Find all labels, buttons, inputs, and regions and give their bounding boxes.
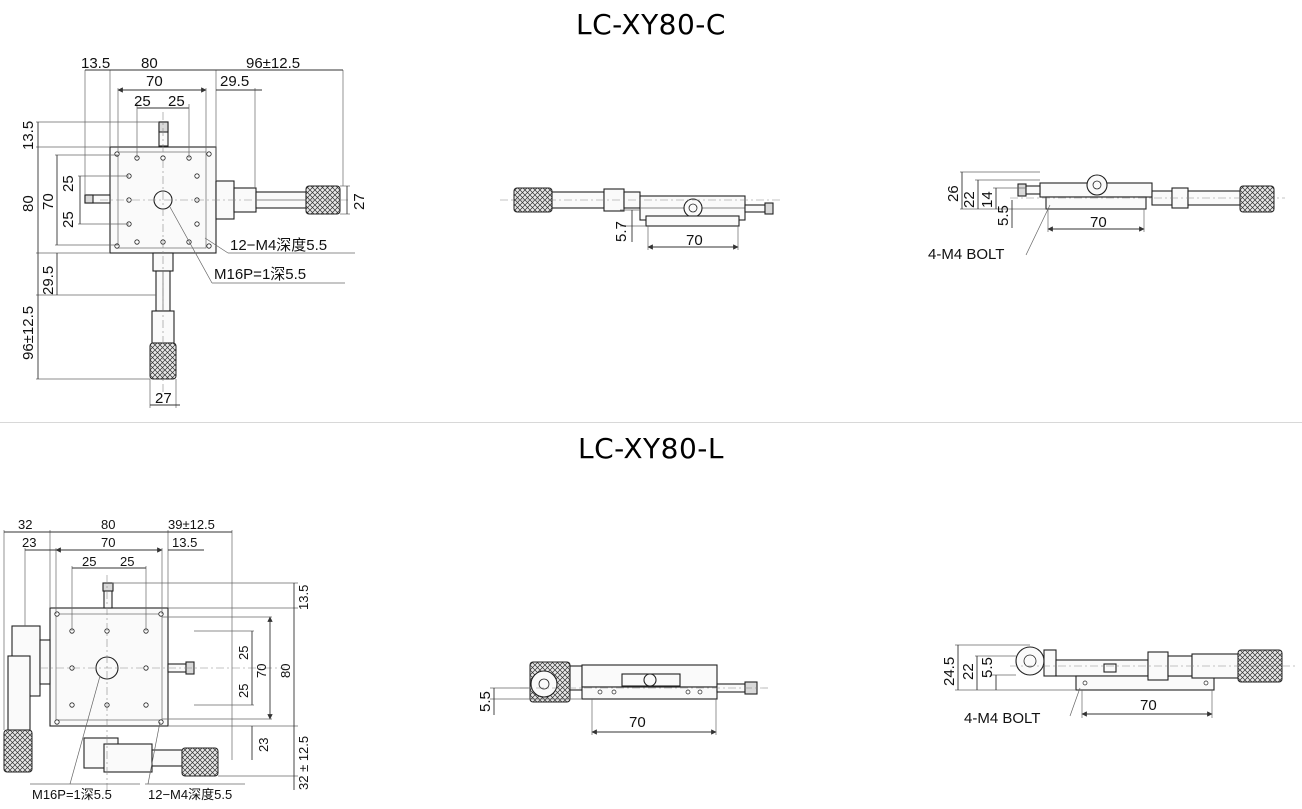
- dim-c-side-14: 14: [979, 191, 996, 208]
- dim-l-right-25a: 25: [236, 646, 251, 660]
- dim-l-right-13-5: 13.5: [296, 585, 311, 610]
- c-side-view: 26 22 14 5.5 70 4-M4 BOLT: [928, 171, 1285, 263]
- dim-l-right-23: 23: [256, 738, 271, 752]
- note-l-bolt: 4-M4 BOLT: [964, 710, 1040, 727]
- l-front-view: 5.5 70: [477, 661, 770, 735]
- dim-l-right-80: 80: [278, 664, 293, 678]
- dim-l-side-5-5: 5.5: [979, 657, 996, 678]
- c-front-view: 5.7 70: [500, 187, 780, 250]
- dim-c-70: 70: [146, 73, 163, 90]
- note-c-m4: 12−M4深度5.5: [230, 237, 327, 254]
- dim-c-left-70: 70: [40, 193, 57, 210]
- dim-c-front-70: 70: [686, 232, 703, 249]
- dim-l-side-70: 70: [1140, 697, 1157, 714]
- dim-c-right-27: 27: [351, 193, 368, 210]
- dim-l-right-25b: 25: [236, 684, 251, 698]
- dim-l-side-24-5: 24.5: [941, 657, 958, 686]
- dim-c-bottom-27: 27: [155, 390, 172, 407]
- dim-c-side-70: 70: [1090, 214, 1107, 231]
- dim-c-25a: 25: [134, 93, 151, 110]
- dim-c-96: 96±12.5: [246, 55, 300, 72]
- dim-c-80: 80: [141, 55, 158, 72]
- note-l-m16: M16P=1深5.5: [32, 787, 112, 802]
- section-divider: [0, 422, 1302, 423]
- note-l-m4: 12−M4深度5.5: [148, 787, 232, 802]
- dim-l-front-5-5: 5.5: [477, 691, 494, 712]
- dim-c-left-25a: 25: [60, 175, 77, 192]
- dim-l-39: 39±12.5: [168, 517, 215, 532]
- dim-c-13-5: 13.5: [81, 55, 110, 72]
- dim-c-bottom-29-5: 29.5: [40, 266, 57, 295]
- c-top-view: 13.5 80 96±12.5 70 29.5 25 25 13.5 80 70…: [20, 55, 368, 408]
- dim-c-bottom-96: 96±12.5: [20, 306, 37, 360]
- dim-l-side-22: 22: [960, 663, 977, 680]
- dim-c-left-25b: 25: [60, 211, 77, 228]
- dim-l-70: 70: [101, 535, 115, 550]
- l-side-view: 24.5 22 5.5 70 4-M4 BOLT: [941, 644, 1296, 727]
- l-micrometer-bottom: [83, 737, 219, 777]
- dim-l-13-5: 13.5: [172, 535, 197, 550]
- dim-c-left-13-5: 13.5: [20, 121, 37, 150]
- dim-l-25b: 25: [120, 554, 134, 569]
- drawing-title-l: LC-XY80-L: [578, 432, 724, 465]
- dim-l-right-70: 70: [254, 664, 269, 678]
- dim-c-29-5: 29.5: [220, 73, 249, 90]
- dim-l-25a: 25: [82, 554, 96, 569]
- note-c-bolt: 4-M4 BOLT: [928, 246, 1004, 263]
- dim-l-23: 23: [22, 535, 36, 550]
- dim-c-side-5-5: 5.5: [995, 205, 1012, 226]
- l-micrometer-left: [3, 625, 51, 773]
- dim-c-front-5-7: 5.7: [613, 221, 630, 242]
- note-c-m16: M16P=1深5.5: [214, 266, 306, 283]
- dim-c-left-80: 80: [20, 195, 37, 212]
- dim-c-side-22: 22: [961, 191, 978, 208]
- dim-l-right-32: 32 ± 12.5: [296, 736, 311, 790]
- dim-l-front-70: 70: [629, 714, 646, 731]
- dim-l-32: 32: [18, 517, 32, 532]
- drawing-title-c: LC-XY80-C: [576, 8, 726, 41]
- dim-c-side-26: 26: [945, 185, 962, 202]
- dim-l-80: 80: [101, 517, 115, 532]
- dim-c-25b: 25: [168, 93, 185, 110]
- l-top-view: 32 23 80 70 25 25 39±12.5 13.5 13.5 25 7…: [3, 517, 311, 802]
